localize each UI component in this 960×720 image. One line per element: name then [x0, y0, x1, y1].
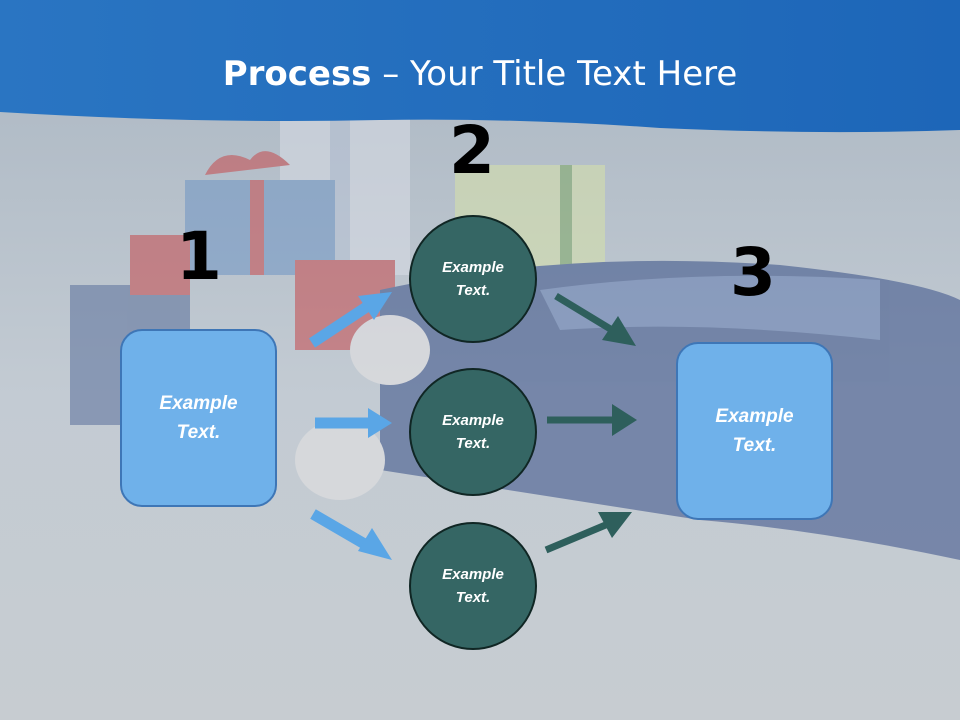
left-box: Example Text. [120, 329, 277, 507]
right-box: Example Text. [676, 342, 833, 520]
left-box-text: Example Text. [159, 393, 238, 443]
arrow-left-to-bottom [310, 509, 392, 560]
arrow-top-to-right [554, 293, 636, 346]
circle-top-text: Example Text. [442, 259, 504, 299]
circle-middle: Example Text. [409, 368, 537, 496]
circle-bottom-text: Example Text. [442, 566, 504, 606]
step-number-1: 1 [176, 218, 222, 295]
step-number-3: 3 [730, 234, 776, 311]
step-number-2: 2 [449, 112, 495, 189]
header-band [0, 0, 960, 133]
slide-title: Process – Your Title Text Here [0, 52, 960, 96]
arrow-left-to-middle [315, 408, 392, 438]
circle-bottom: Example Text. [409, 522, 537, 650]
arrow-bottom-to-right [544, 512, 632, 554]
arrow-left-to-top [308, 292, 392, 348]
circle-middle-text: Example Text. [442, 412, 504, 452]
title-bold: Process [222, 54, 372, 94]
circle-top: Example Text. [409, 215, 537, 343]
arrow-middle-to-right [547, 404, 637, 436]
title-rest: – Your Title Text Here [371, 54, 738, 94]
right-box-text: Example Text. [715, 406, 794, 456]
